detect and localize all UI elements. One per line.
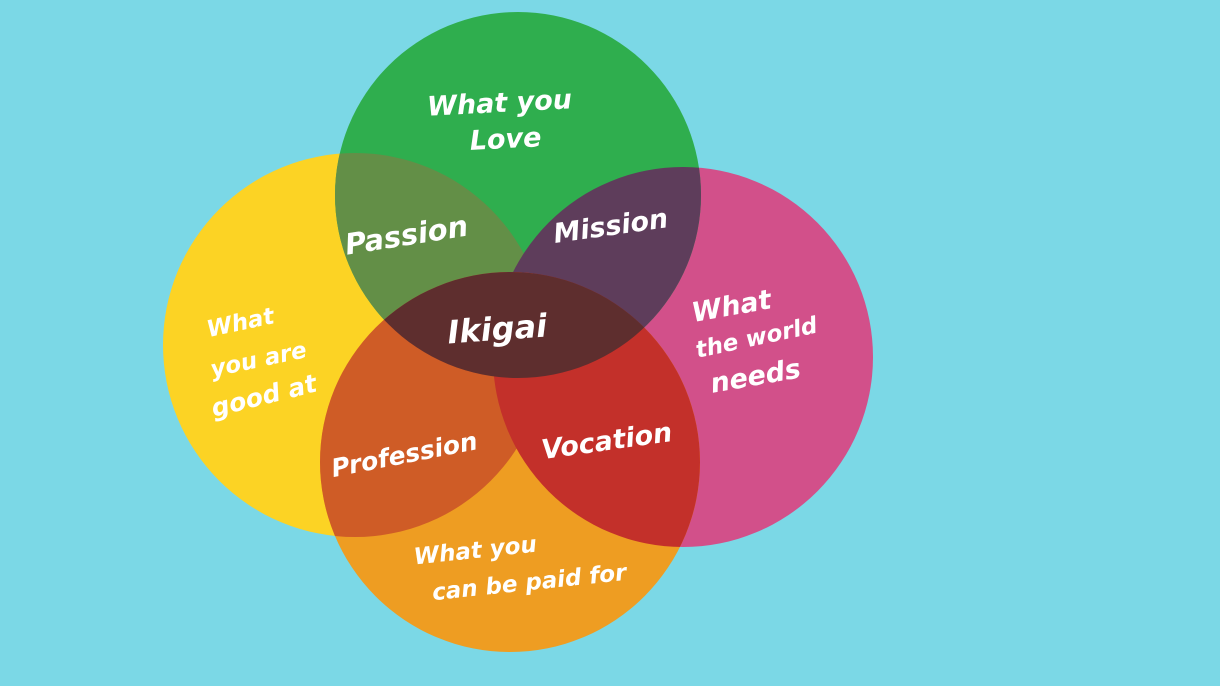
label-ikigai: Ikigai xyxy=(446,307,549,352)
label-love-line1: What you xyxy=(426,84,572,123)
label-love-line2: Love xyxy=(469,122,542,157)
